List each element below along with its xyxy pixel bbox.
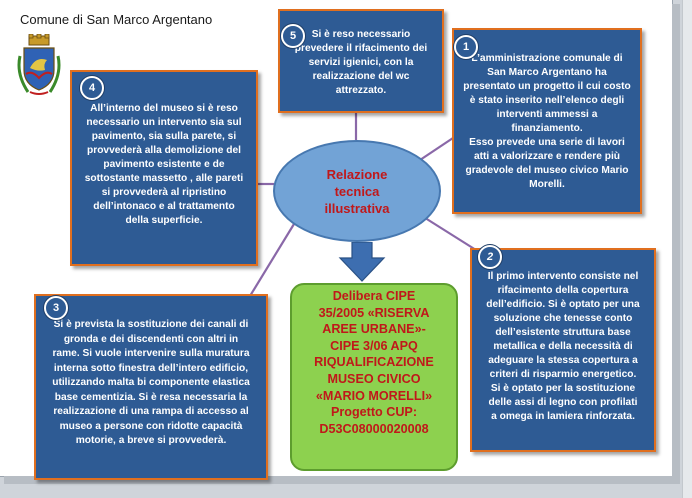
funding-line: 35/2005 «RISERVA [318, 305, 430, 320]
box-1-line: L’amministrazione comunale di [471, 53, 623, 64]
funding-line: MUSEO CIVICO [327, 371, 421, 386]
step-number-1: 1 [454, 35, 478, 59]
box-1-line: interventi ammessi a [496, 109, 598, 120]
box-3-line: gronda e dei discendenti con altri in [63, 333, 239, 345]
box-5-line: prevedere il rifacimento dei [294, 43, 428, 54]
box-3-line: realizzazione di una rampa di accesso al [53, 406, 249, 417]
funding-line: AREE URBANE»- [322, 322, 426, 337]
step-number-2: 2 [478, 245, 502, 269]
connector-3 [249, 223, 295, 297]
vertical-scrollbar[interactable] [682, 0, 692, 498]
box-2-line: criteri di risparmio energetico. [489, 369, 637, 380]
box-2-line: dell’edificio. Si è optato per una [486, 299, 640, 310]
box-3-line: utilizzando malta bi componente elastica [52, 377, 250, 388]
box-4-line: provvederà alla demolizione del [87, 145, 241, 156]
box-4-line: sottostante massetto , alle pareti [84, 173, 244, 184]
info-box-5: Si è reso necessario prevedere il rifaci… [278, 9, 444, 113]
box-5-line: Si è reso necessario [311, 29, 411, 40]
info-box-3: Si è prevista la sostituzione dei canali… [34, 294, 268, 480]
box-5-line: realizzazione del wc [312, 71, 410, 82]
box-2-line: rifacimento della copertura [497, 285, 629, 296]
box-1-line: San Marco Argentano ha [487, 67, 607, 78]
box-2-line: Si è optato per la sostituzione [490, 383, 636, 394]
box-4-line: All’interno del museo si è reso [90, 103, 238, 114]
box-5-line: attrezzato. [335, 85, 387, 96]
box-1-line: Morelli. [529, 179, 565, 190]
box-1-line: gradevole del museo civico Mario [465, 165, 629, 176]
box-2-line: delle assi di legno con profilati [488, 397, 638, 408]
box-3-line: base cementizia. Si è resa necessaria la [54, 391, 248, 403]
box-1-line: è stato inserito nell’elenco degli [469, 95, 625, 106]
funding-line: Delibera CIPE [332, 289, 416, 303]
funding-line: Progetto CUP: [330, 405, 418, 420]
box-3-line: Si è prevista la sostituzione dei canali… [53, 319, 249, 330]
box-4-line: della superficie. [125, 215, 203, 226]
box-1-line: Esso prevede una serie di lavori [469, 137, 625, 148]
step-number-4: 4 [80, 76, 104, 100]
slide-shadow-bottom [4, 476, 680, 484]
box-4-line: si provvederà al ripristino [101, 187, 227, 198]
box-2-line: Il primo intervento consiste nel [487, 271, 639, 282]
coat-of-arms-icon [17, 34, 61, 95]
central-ellipse: Relazione tecnica illustrativa [273, 140, 441, 242]
funding-line: D53C08000020008 [319, 421, 429, 436]
box-2-line: dell’esistente struttura base [495, 327, 631, 338]
box-1-line: presentato un progetto il cui costo [463, 81, 631, 92]
funding-box: Delibera CIPE 35/2005 «RISERVA AREE URBA… [290, 283, 458, 471]
step-number-3: 3 [44, 296, 68, 320]
box-3-line: museo a persone con ridotte capacità [59, 420, 243, 432]
central-title: Relazione tecnica illustrativa [324, 166, 390, 216]
box-3-line: motorie, a breve si provvederà. [75, 435, 227, 446]
funding-line: «MARIO MORELLI» [315, 388, 433, 403]
box-2-line: metallica e della necessità di [493, 341, 633, 352]
slide-shadow-right [672, 4, 680, 482]
box-4-line: dell’intonaco e al trattamento [93, 201, 235, 212]
funding-line: CIPE 3/06 APQ [330, 338, 418, 353]
connector-2 [421, 215, 477, 251]
municipality-title: Comune di San Marco Argentano [20, 12, 213, 27]
box-4-line: pavimento, sia sulla parete, si [91, 131, 237, 142]
box-3-line: rame. Si vuole intervenire sulla muratur… [52, 348, 250, 359]
box-4-line: pavimento esistente e de [103, 159, 225, 170]
box-4-line: necessario un intervento sia sul [86, 117, 242, 128]
info-box-4: All’interno del museo si è reso necessar… [70, 70, 258, 266]
box-2-line: a omega in lamiera rinforzata. [491, 411, 635, 422]
box-1-line: finanziamento. [511, 123, 583, 134]
down-arrow-icon [338, 242, 386, 282]
step-number-5: 5 [281, 24, 305, 48]
box-2-line: adeguare la stessa copertura a [488, 355, 638, 366]
box-1-line: atti a valorizzare e rendere più [473, 151, 621, 162]
box-3-line: interna sotto finestra dell’intero edifi… [53, 362, 249, 374]
box-5-line: servizi igienici, con la [308, 57, 414, 68]
info-box-2: Il primo intervento consiste nel rifacim… [470, 248, 656, 452]
info-box-1: L’amministrazione comunale di San Marco … [452, 28, 642, 214]
box-2-line: soluzione che tenesse conto [493, 313, 633, 324]
funding-line: RIQUALIFICAZIONE [314, 355, 434, 370]
